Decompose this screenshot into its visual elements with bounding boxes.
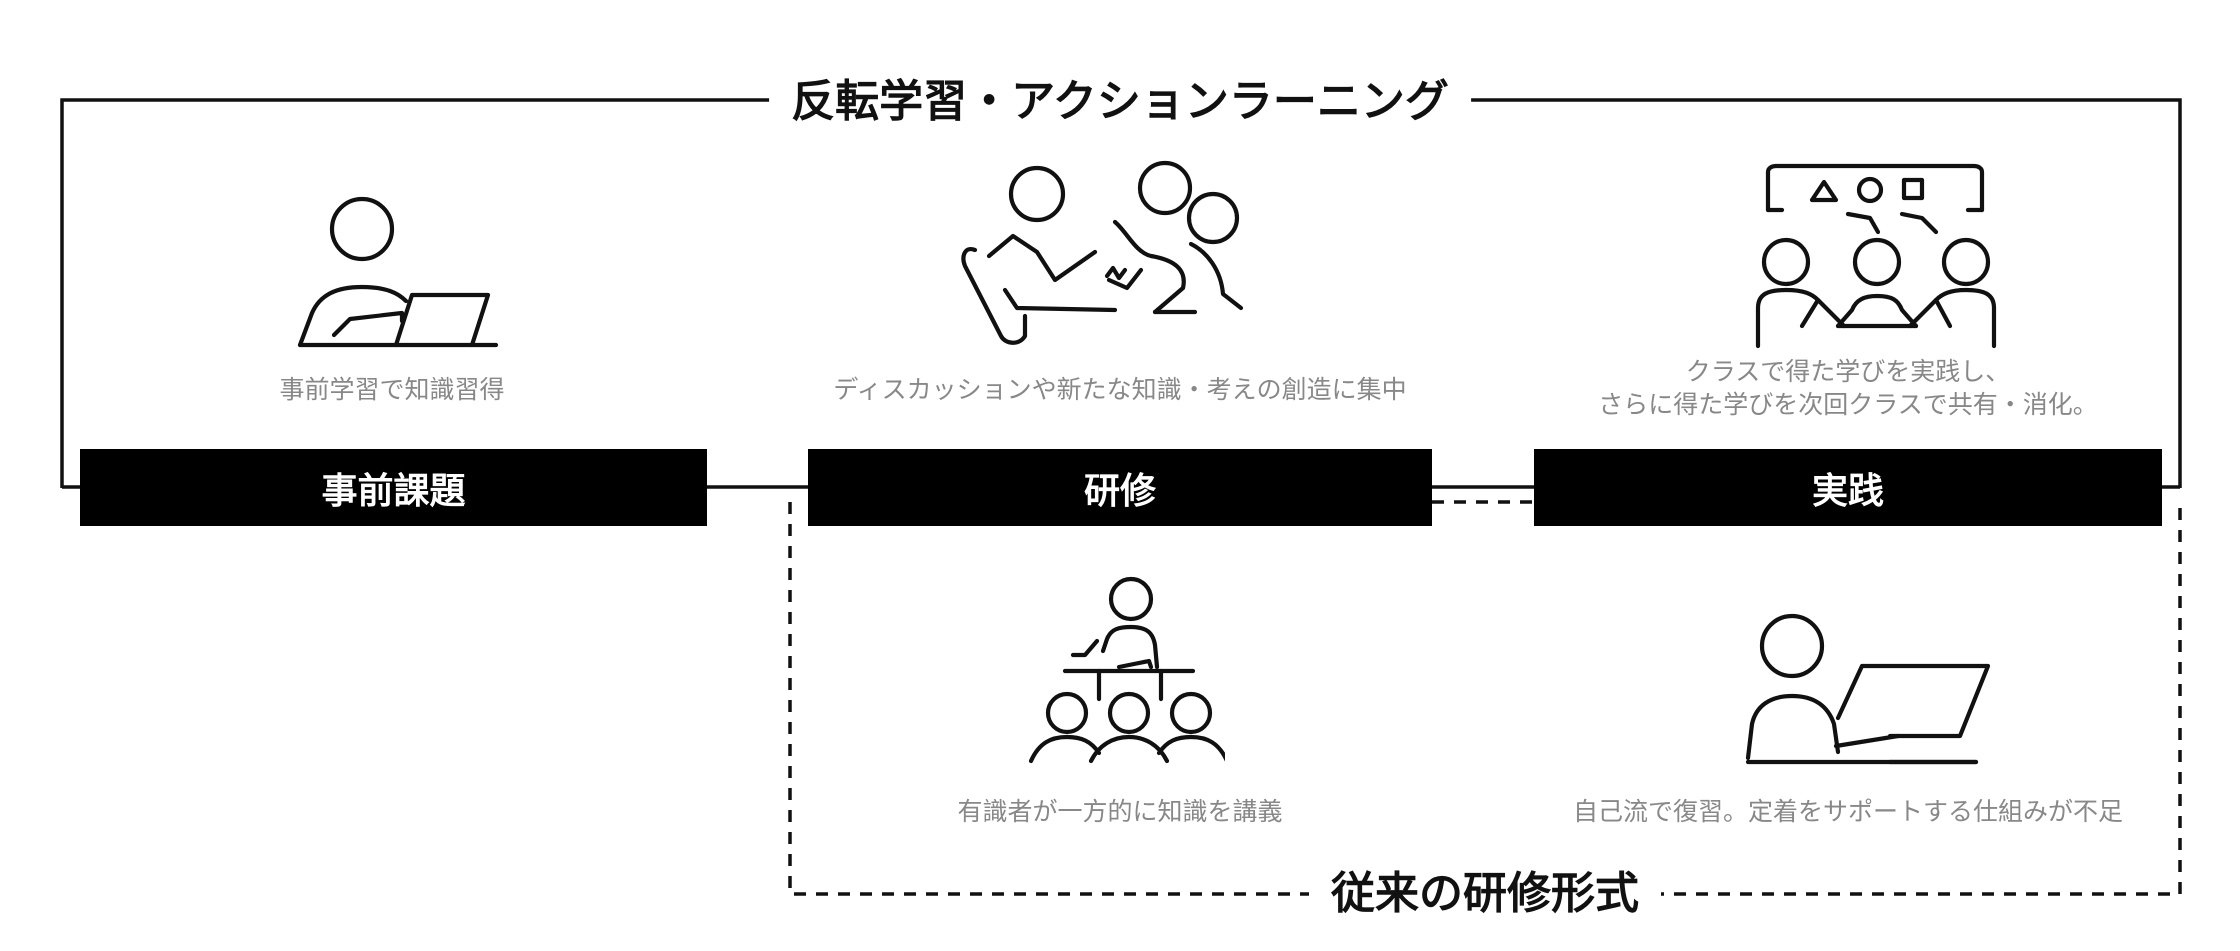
caption-training: ディスカッションや新たな知識・考えの創造に集中 [833,374,1406,407]
caption-line: 事前学習で知識習得 [279,375,505,404]
caption-line: さらに得た学びを次回クラスで共有・消化。 [1598,389,2098,419]
stage-practice: 実践 [1534,449,2162,526]
person-with-laptop-icon [290,195,500,355]
flipped-learning-title: 反転学習・アクションラーニング [769,80,1471,124]
stage-pre-assignment: 事前課題 [80,449,707,526]
group-discussion-icon [955,160,1255,350]
stage-training: 研修 [808,449,1432,526]
lecturer-and-audience-icon [1025,575,1225,775]
caption-lecture: 有識者が一方的に知識を講義 [957,797,1283,826]
caption-pre-assignment: 事前学習で知識習得 [279,374,504,407]
caption-practice: クラスで得た学びを実践し、 さらに得た学びを次回クラスで共有・消化。 [1598,356,2098,421]
caption-self-review: 自己流で復習。定着をサポートする仕組みが不足 [1572,797,2124,826]
traditional-training-title: 従来の研修形式 [1309,872,1661,916]
caption-line: クラスで得た学びを実践し、 [1685,357,2011,386]
team-sharing-ideas-icon [1752,160,2002,350]
caption-line: ディスカッションや新たな知識・考えの創造に集中 [833,375,1407,404]
person-at-computer-icon [1740,612,2000,772]
